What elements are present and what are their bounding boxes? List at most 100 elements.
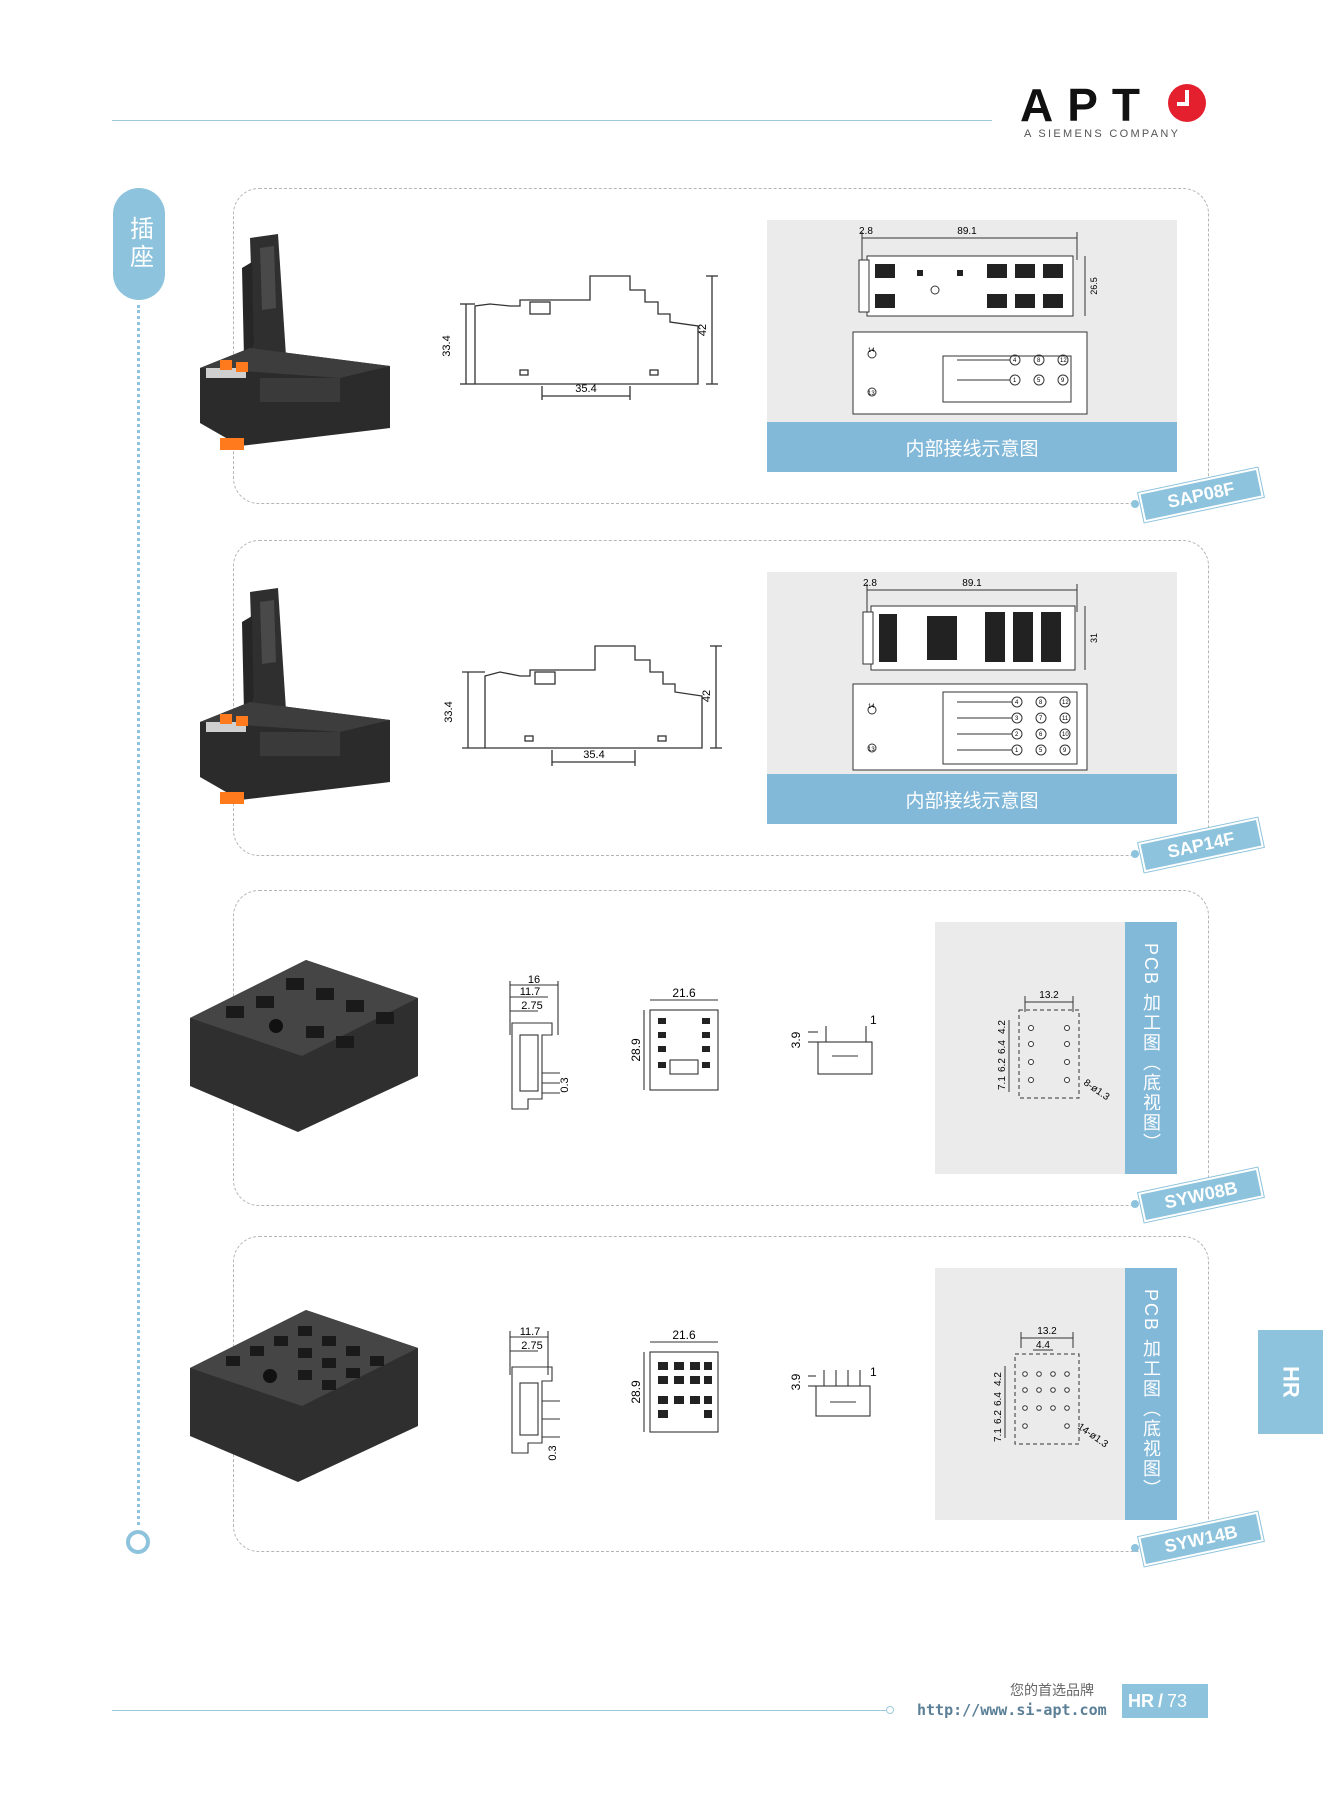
- terminal-label: 8: [1039, 700, 1043, 706]
- page-indicator: HR / 73: [1122, 1684, 1208, 1718]
- dim-offset: 2.8: [863, 578, 877, 589]
- dim-11-7: 11.7: [520, 1326, 541, 1338]
- terminal-label: 10: [1062, 732, 1069, 738]
- terminal-label: 9: [1063, 748, 1067, 754]
- syw08b-front-drawing: 3.9 1: [789, 1013, 877, 1075]
- footer-slogan: 您的首选品牌: [1010, 1682, 1094, 1698]
- dim-28-9: 28.9: [630, 1038, 643, 1062]
- dim-21-6: 21.6: [672, 1330, 696, 1342]
- syw08b-pcb-drawing: 13.2 7.1 6.2 6.4 4.2 8-ø1.3: [997, 990, 1112, 1103]
- dim-2-75: 2.75: [521, 1000, 542, 1012]
- dim-height-right: 42: [697, 324, 709, 336]
- pcb-dim-row: 6.2: [993, 1410, 1004, 1424]
- dim-21-6: 21.6: [672, 988, 696, 1000]
- syw08b-top-drawing: 21.6 28.9: [630, 988, 719, 1091]
- sap08f-top-view: 2.8 89.1 26.5 14 13 4 8 12 1 5 9: [852, 226, 1099, 415]
- dim-1: 1: [870, 1013, 877, 1027]
- terminal-label: 5: [1039, 748, 1043, 754]
- product-panel-sap08f: [233, 188, 1209, 504]
- pcb-dim-row: 4.2: [997, 1020, 1008, 1034]
- terminal-label: 9: [1061, 378, 1065, 384]
- tag-dot-icon: [1131, 500, 1139, 508]
- dim-28-9: 28.9: [630, 1380, 643, 1404]
- sap14f-top-view: 2.8 89.1 31 14 13 4 8 12 3 7 11 2 6 10 1…: [852, 578, 1099, 771]
- syw14b-top-drawing: 21.6 28.9: [630, 1330, 719, 1433]
- pcb-dim-width: 13.2: [1037, 1326, 1057, 1337]
- pcb-dim-row: 6.2: [997, 1058, 1008, 1072]
- pcb-dim-row: 6.4: [997, 1040, 1008, 1054]
- dim-1: 1: [870, 1365, 877, 1379]
- dim-height-left: 33.4: [441, 335, 453, 356]
- sap08f-caption: 内部接线示意图: [767, 422, 1177, 472]
- syw14b-product-photo: [190, 1310, 418, 1482]
- dim-base: 35.4: [575, 383, 596, 395]
- terminal-label: 4: [1015, 700, 1019, 706]
- sap14f-product-photo: [200, 588, 390, 804]
- sap08f-side-drawing: 33.4 42 35.4: [441, 275, 718, 400]
- page-separator: /: [1158, 1690, 1164, 1711]
- syw14b-pcb-drawing: 13.2 4.4 7.1 6.2 6.4 4.2 14-ø1.3: [993, 1326, 1110, 1450]
- sap08f-product-photo: [200, 234, 390, 450]
- terminal-label: 3: [1015, 716, 1019, 722]
- apt-logo-mark-icon: [1168, 84, 1206, 122]
- dim-11-7: 11.7: [520, 986, 541, 998]
- sidebar-end-ring-icon: [126, 1530, 150, 1554]
- syw08b-caption: PCB 加工图（底视图）: [1125, 922, 1177, 1174]
- dim-0-3: 0.3: [559, 1077, 571, 1092]
- dim-16: 16: [528, 975, 540, 986]
- syw14b-side-drawing: 11.7 2.75 0.3: [509, 1326, 560, 1461]
- terminal-label: 13: [868, 747, 875, 753]
- tag-dot-icon: [1131, 1200, 1139, 1208]
- dim-height-right: 42: [701, 690, 713, 702]
- pcb-dim-row: 7.1: [997, 1076, 1008, 1090]
- syw08b-side-drawing: 16 11.7 2.75 0.3: [509, 975, 571, 1110]
- terminal-label: 1: [1013, 378, 1017, 384]
- pcb-dim-hole: 8-ø1.3: [1081, 1077, 1111, 1103]
- dim-offset: 2.8: [859, 226, 873, 237]
- terminal-label: 4: [1013, 358, 1017, 364]
- terminal-label: 2: [1015, 732, 1019, 738]
- terminal-label: 14: [868, 348, 875, 354]
- dim-2-75: 2.75: [521, 1340, 542, 1352]
- terminal-label: 14: [868, 704, 875, 710]
- syw14b-caption: PCB 加工图（底视图）: [1125, 1268, 1177, 1520]
- dim-0-3: 0.3: [547, 1445, 559, 1460]
- tag-dot-icon: [1131, 850, 1139, 858]
- sap14f-side-drawing: 33.4 42 35.4: [443, 645, 722, 766]
- terminal-label: 8: [1037, 358, 1041, 364]
- syw14b-pcb-diagram: [935, 1268, 1125, 1520]
- dim-width: 89.1: [962, 578, 982, 589]
- dim-3-9: 3.9: [789, 1031, 803, 1048]
- terminal-label: 11: [1062, 716, 1069, 722]
- page-number: 73: [1167, 1690, 1188, 1711]
- syw08b-pcb-diagram: [935, 922, 1125, 1174]
- pcb-dim-row: 6.4: [993, 1392, 1004, 1406]
- header-rule: [112, 120, 992, 121]
- tag-dot-icon: [1131, 1544, 1139, 1552]
- pcb-dim-width-2: 4.4: [1036, 1340, 1050, 1351]
- dim-3-9: 3.9: [789, 1373, 803, 1390]
- pcb-dim-row: 4.2: [993, 1372, 1004, 1386]
- dim-depth: 26.5: [1089, 277, 1099, 295]
- sap14f-caption: 内部接线示意图: [767, 774, 1177, 824]
- footer-rule: [112, 1710, 887, 1711]
- pcb-dim-width: 13.2: [1039, 990, 1059, 1001]
- pcb-dim-hole: 14-ø1.3: [1075, 1421, 1110, 1450]
- terminal-label: 1: [1015, 748, 1019, 754]
- terminal-label: 12: [1062, 700, 1069, 706]
- dim-base: 35.4: [583, 749, 604, 761]
- syw14b-front-drawing: 3.9 1: [789, 1365, 877, 1417]
- sidebar-dotted-line: [137, 305, 140, 1525]
- dim-height-left: 33.4: [443, 701, 455, 722]
- section-tab-hr: HR: [1258, 1330, 1323, 1434]
- terminal-label: 13: [868, 391, 875, 397]
- product-panel-sap14f: [233, 540, 1209, 856]
- terminal-label: 7: [1039, 716, 1043, 722]
- page-section: HR: [1128, 1690, 1154, 1711]
- terminal-label: 6: [1039, 732, 1043, 738]
- syw08b-product-photo: [190, 960, 418, 1132]
- logo-tagline: A SIEMENS COMPANY: [1024, 128, 1181, 140]
- footer-url-link[interactable]: http://www.si-apt.com: [917, 1701, 1107, 1719]
- terminal-label: 5: [1037, 378, 1041, 384]
- apt-logo: APT: [1020, 79, 1154, 131]
